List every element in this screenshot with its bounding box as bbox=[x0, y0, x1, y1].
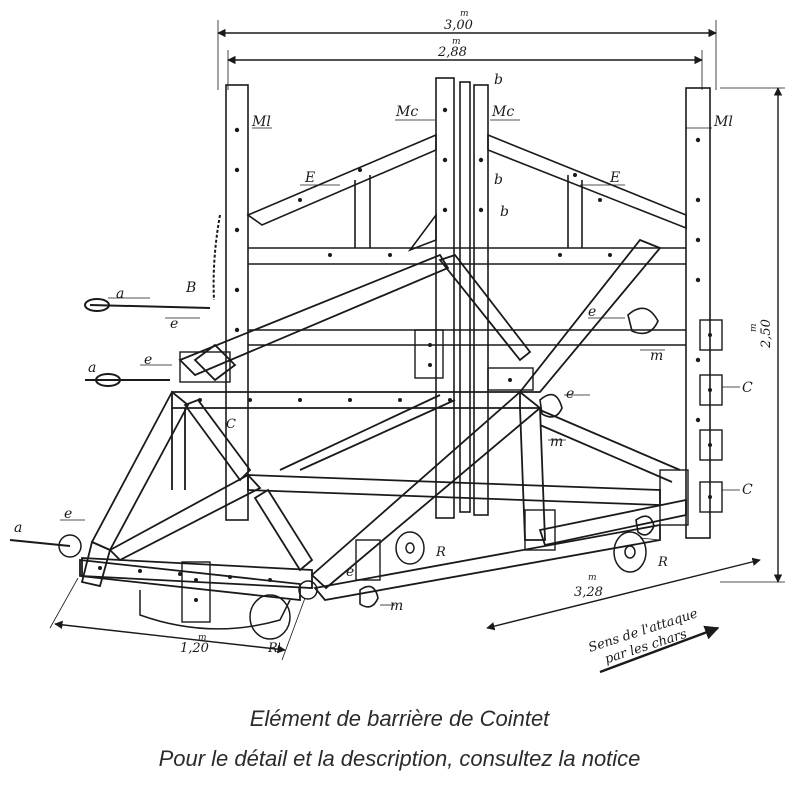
label-c-right-1: C bbox=[742, 380, 753, 396]
upper-frame bbox=[246, 133, 687, 346]
label-b-top: b bbox=[494, 72, 503, 88]
label-b-upper: B bbox=[185, 280, 196, 296]
dim-base-front-unit: m bbox=[198, 633, 207, 643]
label-e-2: e bbox=[144, 352, 152, 368]
label-e-1: e bbox=[170, 316, 178, 332]
dim-base-front-value: 1,20 bbox=[180, 641, 209, 656]
dim-height: 2,50 m bbox=[749, 319, 774, 349]
dim-width-total-value: 3,00 bbox=[444, 18, 473, 33]
label-e-upper-right: E bbox=[609, 170, 620, 186]
cointet-gate-drawing: m 3,00 m 2,88 2,50 m m 3,28 m 1,20 Ml Ml… bbox=[9, 9, 785, 674]
label-e-upper-left: E bbox=[304, 170, 315, 186]
label-b-mid: b bbox=[494, 172, 503, 188]
bolts bbox=[98, 107, 712, 602]
label-ml-left: Ml bbox=[251, 114, 271, 130]
label-e-5: e bbox=[566, 386, 574, 402]
label-ml-right: Ml bbox=[713, 114, 733, 130]
label-b-low: b bbox=[500, 204, 509, 220]
label-a-upper: a bbox=[116, 286, 124, 302]
dim-height-unit: m bbox=[749, 323, 759, 332]
rollers bbox=[58, 531, 647, 640]
label-e-6: e bbox=[346, 564, 354, 580]
label-r-1: R bbox=[435, 545, 446, 560]
dim-height-value: 2,50 bbox=[759, 319, 774, 349]
direction-note: Sens de l'attaque par les chars bbox=[587, 606, 700, 667]
label-a-low: a bbox=[14, 520, 22, 536]
label-c-right-2: C bbox=[742, 482, 753, 498]
leader-lines bbox=[60, 119, 740, 606]
caption-subtitle: Pour le détail et la description, consul… bbox=[158, 746, 641, 771]
label-mc-right: Mc bbox=[491, 104, 514, 120]
dim-depth-value: 3,28 bbox=[574, 585, 603, 600]
front-frame bbox=[79, 238, 687, 602]
label-r-prime: R' bbox=[267, 641, 281, 656]
dimension-lines bbox=[49, 20, 785, 661]
gusset-plates bbox=[179, 319, 723, 623]
dim-width-total-unit: m bbox=[460, 9, 469, 19]
dim-depth-unit: m bbox=[588, 573, 597, 583]
caption-title: Elément de barrière de Cointet bbox=[249, 706, 550, 731]
dim-width-inner-value: 2,88 bbox=[437, 45, 467, 60]
dim-width-inner-unit: m bbox=[452, 37, 461, 47]
label-m-2: m bbox=[550, 434, 563, 450]
tie-cables bbox=[9, 214, 221, 547]
coupling-clamps bbox=[359, 307, 659, 608]
label-r-2: R bbox=[657, 555, 668, 570]
label-m-1: m bbox=[650, 348, 663, 364]
label-e-3: e bbox=[64, 506, 72, 522]
label-e-4: e bbox=[588, 304, 596, 320]
label-a-mid: a bbox=[88, 360, 96, 376]
label-mc-left: Mc bbox=[395, 104, 418, 120]
label-m-3: m bbox=[390, 598, 403, 614]
label-c-left: C bbox=[226, 417, 236, 432]
attack-direction-arrow bbox=[599, 625, 720, 674]
